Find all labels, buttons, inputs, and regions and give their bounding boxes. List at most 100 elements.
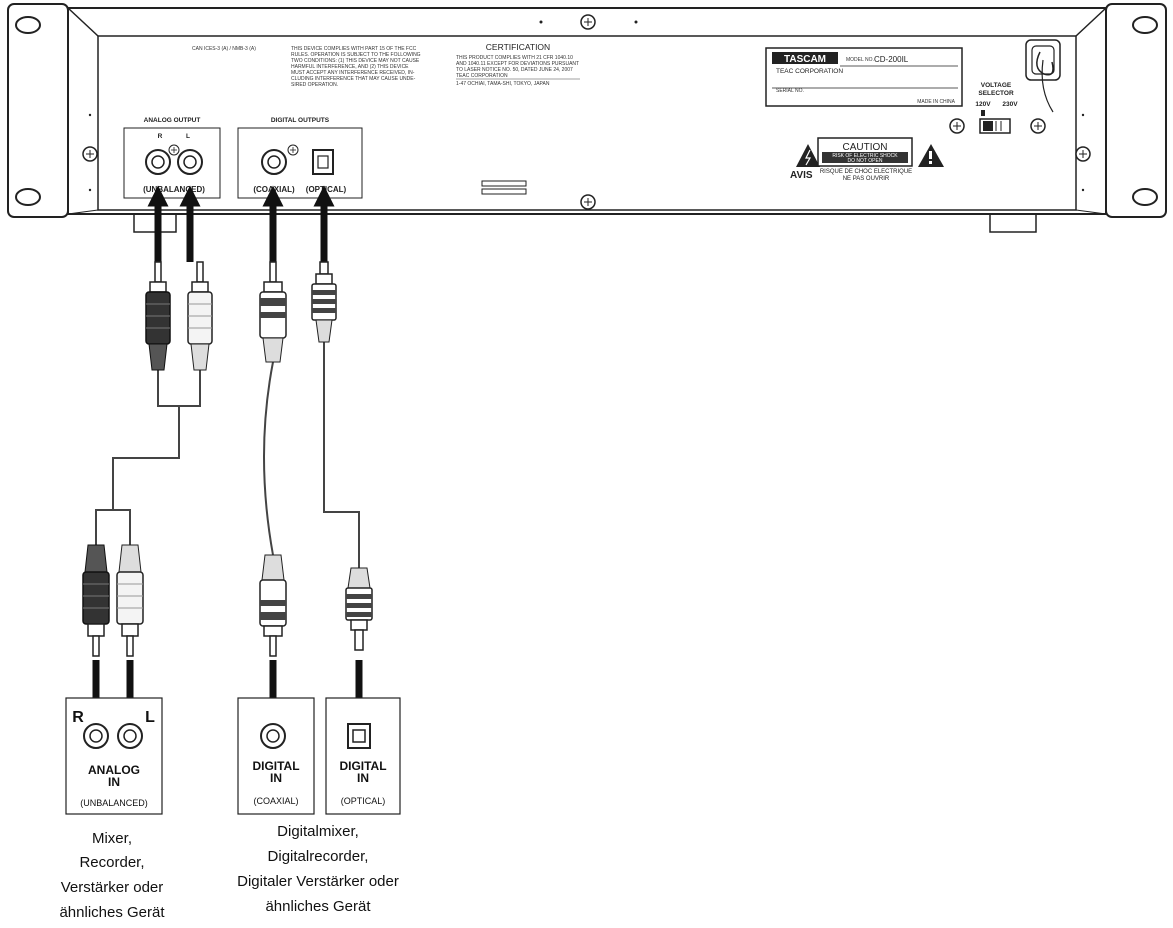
- ground-screw-icon: [168, 144, 180, 156]
- rca-plug-r-bottom: [82, 544, 110, 657]
- svg-text:CAUTION: CAUTION: [843, 142, 888, 153]
- serial-label: SERIAL NO.: [776, 88, 804, 94]
- screw-icon: [1075, 146, 1091, 162]
- coaxial-label: (COAXIAL): [253, 185, 295, 194]
- svg-text:MUST ACCEPT ANY INTERFERENCE R: MUST ACCEPT ANY INTERFERENCE RECEIVED, I…: [291, 70, 415, 76]
- optical-cable: [323, 342, 360, 568]
- analog-output-r-jack[interactable]: [145, 149, 171, 175]
- vent-slot: [481, 180, 527, 187]
- model-number: CD-200IL: [874, 55, 909, 64]
- stereo-cable-top: [157, 370, 201, 407]
- analog-in-title-2: IN: [108, 775, 120, 789]
- svg-text:Digitalrecorder,: Digitalrecorder,: [268, 848, 369, 865]
- company-name: TEAC CORPORATION: [776, 68, 843, 75]
- svg-text:Mixer,: Mixer,: [92, 830, 132, 847]
- analog-in-r-jack[interactable]: [83, 723, 109, 749]
- screw-icon: [580, 14, 596, 30]
- svg-text:THIS PRODUCT COMPLIES WITH 21: THIS PRODUCT COMPLIES WITH 21 CFR 1040.1…: [456, 55, 573, 61]
- brand-logo: [772, 52, 838, 64]
- svg-text:Digitalmixer,: Digitalmixer,: [277, 823, 359, 840]
- unbalanced-label: (UNBALANCED): [143, 185, 205, 194]
- coax-in-subtitle: (COAXIAL): [253, 796, 298, 806]
- digital-coaxial-output-jack[interactable]: [261, 149, 287, 175]
- analog-in-r-label: R: [72, 709, 84, 726]
- rear-panel: CAN ICES-3 (A) / NMB-3 (A) THIS DEVICE C…: [7, 3, 1167, 233]
- coax-in-title-2: IN: [270, 771, 282, 785]
- voltage-selector-switch[interactable]: [979, 118, 1011, 134]
- analog-in-l-label: L: [145, 709, 155, 726]
- optical-label: (OPTICAL): [306, 185, 347, 194]
- ground-screw-icon: [287, 144, 299, 156]
- rack-hole: [1132, 16, 1158, 34]
- svg-text:TEAC CORPORATION: TEAC CORPORATION: [456, 73, 508, 79]
- svg-text:RISQUE DE CHOC ELECTRIQUE: RISQUE DE CHOC ELECTRIQUE: [820, 169, 912, 175]
- foot: [989, 214, 1037, 233]
- voltage-120-label: 120V: [975, 101, 991, 108]
- screw-icon: [1030, 118, 1046, 134]
- rca-plug-r-top: [145, 261, 171, 371]
- digital-outputs-frame: [237, 127, 363, 199]
- svg-text:ähnliches Gerät: ähnliches Gerät: [59, 904, 165, 921]
- jack-label-r: R: [158, 133, 163, 140]
- stereo-cable-mid: [112, 406, 180, 510]
- digital-caption: Digitalmixer, Digitalrecorder, Digitaler…: [237, 823, 399, 915]
- svg-text:ähnliches Gerät: ähnliches Gerät: [265, 898, 371, 915]
- svg-text:Digitaler Verstärker oder: Digitaler Verstärker oder: [237, 873, 399, 890]
- coax-in-title-1: DIGITAL: [252, 759, 299, 773]
- rca-plug-l-bottom: [116, 544, 144, 657]
- voltage-title-2: SELECTOR: [978, 90, 1014, 97]
- screw-icon: [82, 146, 98, 162]
- warning-shock-icon: [796, 144, 820, 167]
- compliance-code: CAN ICES-3 (A) / NMB-3 (A): [192, 46, 256, 52]
- svg-text:HARMFUL INTERFERENCE, AND (2): HARMFUL INTERFERENCE, AND (2) THIS DEVIC…: [291, 64, 409, 70]
- fcc-notice: THIS DEVICE COMPLIES WITH PART 15 OF THE…: [291, 46, 421, 88]
- screw-icon: [580, 194, 596, 210]
- brand-name: TASCAM: [784, 54, 826, 65]
- rack-hole: [15, 188, 41, 206]
- optical-in-title-1: DIGITAL: [339, 759, 386, 773]
- svg-text:CLUDING INTERFERENCE THAT MAY: CLUDING INTERFERENCE THAT MAY CAUSE UNDE…: [291, 76, 416, 82]
- stereo-cable-bottom: [95, 509, 131, 545]
- svg-text:DO NOT OPEN: DO NOT OPEN: [848, 158, 883, 164]
- optical-plug-top: [311, 261, 337, 343]
- svg-text:TO LASER NOTICE NO. 50, DATED: TO LASER NOTICE NO. 50, DATED JUNE 24, 2…: [456, 67, 573, 73]
- optical-in-jack[interactable]: [347, 723, 371, 749]
- analog-output-l-jack[interactable]: [177, 149, 203, 175]
- voltage-230-label: 230V: [1002, 101, 1018, 108]
- svg-text:NE PAS OUVRIR: NE PAS OUVRIR: [843, 176, 890, 182]
- coax-cable: [263, 361, 274, 556]
- certification-title: CERTIFICATION: [486, 42, 550, 52]
- coax-in-jack[interactable]: [260, 723, 286, 749]
- analog-caption: Mixer, Recorder, Verstärker oder ähnlich…: [59, 830, 165, 921]
- analog-in-l-jack[interactable]: [117, 723, 143, 749]
- output-arrows: [147, 185, 335, 262]
- analog-in-subtitle: (UNBALANCED): [80, 798, 148, 808]
- svg-text:Recorder,: Recorder,: [79, 854, 144, 871]
- svg-text:TWO CONDITIONS: (1) THIS DEVIC: TWO CONDITIONS: (1) THIS DEVICE MAY NOT …: [291, 58, 420, 64]
- caution-label: CAUTION RISK OF ELECTRIC SHOCK DO NOT OP…: [790, 137, 944, 182]
- power-inlet: [1025, 39, 1061, 113]
- svg-text:AVIS: AVIS: [790, 170, 813, 181]
- coax-plug-bottom: [259, 554, 287, 657]
- voltage-title-1: VOLTAGE: [981, 82, 1012, 89]
- svg-text:RULES. OPERATION IS SUBJECT TO: RULES. OPERATION IS SUBJECT TO THE FOLLO…: [291, 52, 421, 58]
- left-rack-ear: [7, 3, 69, 218]
- made-in-label: MADE IN CHINA: [917, 99, 955, 105]
- svg-text:SIRED OPERATION.: SIRED OPERATION.: [291, 82, 338, 88]
- model-label: MODEL NO.: [846, 57, 874, 63]
- optical-plug-bottom: [345, 567, 373, 651]
- digital-optical-output-jack[interactable]: [312, 149, 334, 175]
- certification-notice: THIS PRODUCT COMPLIES WITH 21 CFR 1040.1…: [456, 55, 579, 87]
- cables: [95, 342, 360, 568]
- coax-in-device: DIGITAL IN (COAXIAL): [237, 697, 315, 815]
- optical-in-device: DIGITAL IN (OPTICAL): [325, 697, 401, 815]
- svg-text:RISK OF ELECTRIC SHOCK: RISK OF ELECTRIC SHOCK: [832, 153, 898, 159]
- svg-text:Verstärker oder: Verstärker oder: [61, 879, 164, 896]
- analog-in-device: R L ANALOG IN (UNBALANCED): [65, 697, 163, 815]
- analog-in-title-1: ANALOG: [88, 763, 140, 777]
- jack-label-l: L: [186, 133, 190, 140]
- rack-hole: [1132, 188, 1158, 206]
- rack-hole: [15, 16, 41, 34]
- analog-output-frame: [123, 127, 221, 199]
